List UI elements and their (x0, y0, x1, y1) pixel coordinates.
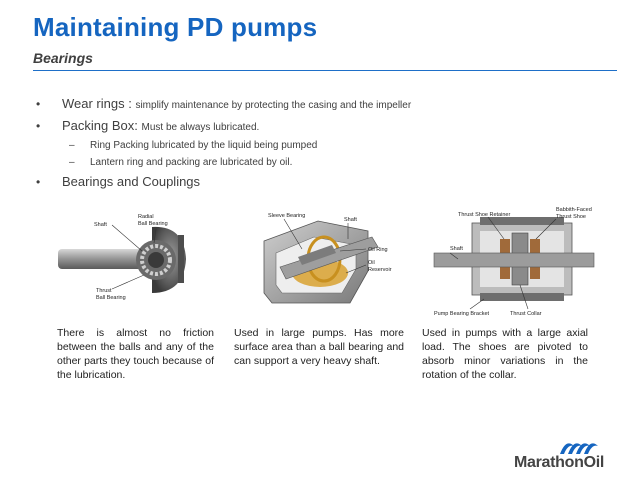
bearing-bore (148, 252, 164, 268)
label-sleeve-bearing: Sleeve Bearing (268, 213, 305, 219)
label-thrust-ball-bearing: Ball Bearing (96, 295, 126, 301)
label-shaft: Shaft (450, 246, 463, 252)
label-radial-ball-bearing: Ball Bearing (138, 221, 168, 227)
bracket-lip-bottom (480, 293, 564, 301)
leader-line (111, 274, 145, 290)
bearing-cap (178, 235, 184, 283)
leader-line (535, 218, 557, 240)
shaft-shape (58, 249, 150, 269)
leader-line (469, 298, 485, 310)
bracket-lip-top (480, 217, 564, 225)
ball-bearing-figure: Shaft Radial Ball Bearing Thrust Ball Be… (58, 214, 186, 301)
label-thrust-shoe: Thrust Shoe (556, 214, 586, 220)
sub-bullet-marker: – (69, 140, 75, 151)
label-pump-bearing-bracket: Pump Bearing Bracket (434, 311, 489, 317)
bearing-balls (140, 244, 172, 276)
leader-line (283, 218, 303, 250)
sleeve-shape (298, 245, 336, 265)
bullet-bearings-couplings: • Bearings and Couplings (33, 171, 623, 193)
bullet-lead: Packing Box: (62, 118, 142, 133)
shaft-shape (279, 236, 379, 280)
leader-line (153, 228, 157, 244)
sub-bullet-lantern-ring: – Lantern ring and packing are lubricate… (33, 154, 623, 171)
sleeve-bearing-figure: Sleeve Bearing Shaft Oil Ring Oil Reserv… (263, 213, 392, 304)
sub-bullet-ring-packing: – Ring Packing lubricated by the liquid … (33, 137, 623, 154)
slide-subtitle: Bearings (33, 50, 93, 66)
title-divider (33, 70, 617, 71)
sleeve-bearing-caption: Used in large pumps. Has more surface ar… (234, 327, 404, 367)
brand-name: MarathonOil (514, 454, 605, 471)
bullet-marker: • (36, 97, 41, 111)
bullet-lead: Bearings and Couplings (62, 174, 201, 189)
wave-icon (560, 443, 598, 454)
bullet-wear-rings: • Wear rings : simplify maintenance by p… (33, 93, 623, 115)
label-oil-reservoir: Reservoir (368, 267, 392, 273)
leader-line (111, 224, 143, 252)
label-thrust-collar: Thrust Collar (510, 311, 542, 317)
label-radial: Radial (138, 214, 154, 220)
bullet-marker: • (36, 119, 41, 133)
leader-line (519, 284, 529, 310)
shaft-shape (433, 252, 595, 268)
label-shaft: Shaft (344, 217, 357, 223)
ball-bearing-caption: There is almost no friction between the … (57, 327, 214, 381)
label-shaft: Shaft (94, 222, 107, 228)
label-thrust-shoe-retainer: Thrust Shoe Retainer (458, 212, 510, 218)
sub-bullet-marker: – (69, 157, 75, 168)
leader-line (449, 252, 459, 260)
leader-line (339, 248, 367, 252)
leader-line (345, 264, 367, 274)
bullet-list: • Wear rings : simplify maintenance by p… (33, 93, 623, 193)
sub-bullet-text: Ring Packing lubricated by the liquid be… (90, 140, 318, 151)
bullet-packing-box: • Packing Box: Must be always lubricated… (33, 115, 623, 137)
bullet-marker: • (36, 175, 41, 189)
sub-bullet-text: Lantern ring and packing are lubricated … (90, 157, 293, 168)
marathon-oil-logo (560, 443, 598, 454)
slide-title: Maintaining PD pumps (33, 12, 318, 42)
label-thrust: Thrust (96, 288, 112, 294)
leader-line (487, 216, 505, 240)
label-oil-ring: Oil Ring (368, 247, 388, 253)
thrust-bearing-figure: Thrust Shoe Retainer Babbith-Faced Thrus… (433, 207, 595, 317)
bullet-lead: Wear rings : (62, 96, 136, 111)
label-oil: Oil (368, 260, 375, 266)
bullet-detail: Must be always lubricated. (141, 122, 260, 133)
bullet-detail: simplify maintenance by protecting the c… (135, 100, 412, 111)
thrust-bearing-caption: Used in pumps with a large axial load. T… (422, 327, 588, 381)
label-babbitt-faced: Babbith-Faced (556, 207, 592, 213)
